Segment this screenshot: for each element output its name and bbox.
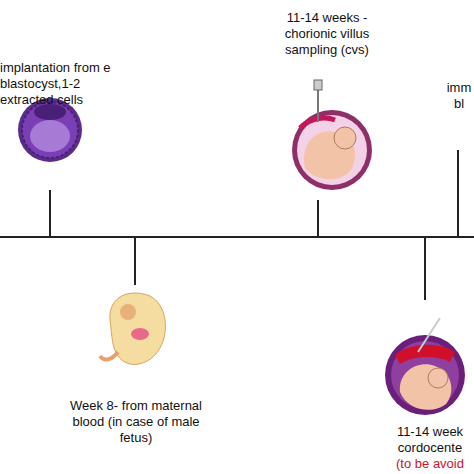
tick	[134, 237, 136, 285]
blastocyst-illustration	[18, 98, 82, 162]
cordocentesis-illustration	[385, 318, 465, 415]
tick	[457, 150, 459, 237]
stage-label: imm bl	[444, 80, 474, 112]
tick	[317, 200, 319, 237]
tick	[424, 237, 426, 300]
stage-label: Week 8- from maternal blood (in case of …	[66, 398, 206, 446]
tick	[49, 190, 51, 237]
stage-label: 11-14 week cordocente	[384, 424, 474, 456]
warning-note: (to be avoid	[384, 456, 474, 472]
stage-label: 11-14 weeks - chorionic villus sampling …	[266, 10, 388, 58]
stage-label: implantation from e blastocyst,1-2 extra…	[0, 60, 112, 108]
embryo-illustration	[100, 293, 165, 364]
timeline-axis	[0, 236, 474, 238]
cvs-illustration	[292, 80, 372, 190]
